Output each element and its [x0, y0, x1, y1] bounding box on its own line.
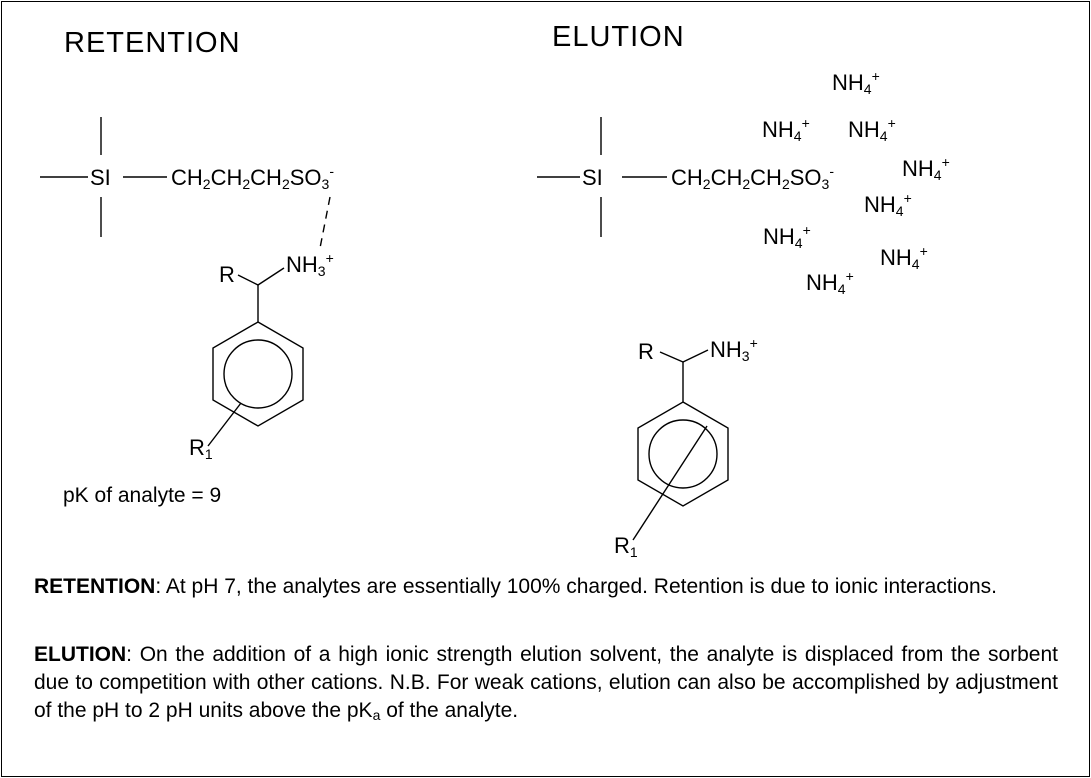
ret-r-bond	[237, 274, 259, 286]
retention-label: RETENTION	[34, 575, 156, 598]
ret-sulfonate-chain: CH2CH2CH2SO3-	[171, 163, 334, 192]
ammonium-ion: NH4+	[762, 115, 810, 144]
elu-si-label: SI	[582, 165, 603, 190]
elution-description: ELUTION: On the addition of a high ionic…	[34, 643, 1058, 723]
elution-heading: ELUTION	[552, 21, 685, 53]
retention-heading: RETENTION	[64, 27, 241, 59]
elu-aromatic-circle	[648, 419, 718, 489]
ammonium-ion: NH4+	[832, 68, 880, 97]
elu-benzene-ring	[637, 401, 729, 507]
elu-sulfonate-chain: CH2CH2CH2SO3-	[671, 163, 834, 192]
ammonium-ion: NH4+	[902, 154, 950, 183]
elu-r-label: R	[638, 339, 654, 364]
ret-nh3-bond	[257, 267, 285, 286]
ret-si-label: SI	[90, 165, 111, 190]
pk-analyte-text: pK of analyte = 9	[63, 484, 222, 507]
ret-benzene-ring	[212, 321, 304, 427]
elu-nh3-bond	[682, 349, 709, 363]
ret-aromatic-circle	[223, 339, 293, 409]
ret-r-label: R	[219, 262, 235, 287]
ammonium-ion: NH4+	[848, 115, 896, 144]
retention-description: RETENTION: At pH 7, the analytes are ess…	[34, 575, 998, 598]
ret-ammonium-group: NH3+	[286, 250, 334, 279]
ammonium-ion: NH4+	[806, 268, 854, 297]
ret-r1-label: R1	[189, 435, 213, 462]
elu-ammonium-group: NH3+	[710, 335, 758, 364]
elution-label: ELUTION	[34, 643, 127, 666]
elu-r-bond	[659, 351, 684, 363]
ammonium-ion: NH4+	[763, 222, 811, 251]
ret-r1-bond	[207, 402, 242, 447]
elu-r1-bond	[632, 425, 708, 541]
elu-r1-label: R1	[614, 533, 638, 560]
ammonium-ion: NH4+	[864, 190, 912, 219]
ammonium-ion: NH4+	[880, 243, 928, 272]
ret-ionic-dash	[319, 196, 331, 249]
